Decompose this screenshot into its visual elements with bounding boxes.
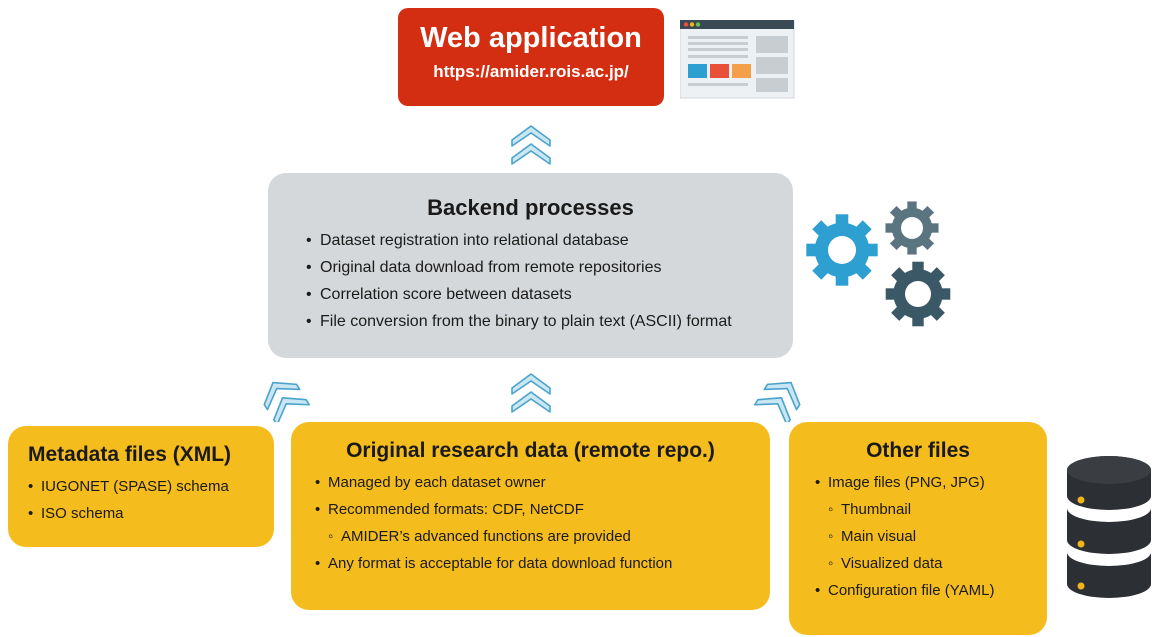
other-files-title: Other files bbox=[866, 439, 970, 462]
list-subitem: AMIDER’s advanced functions are provided bbox=[315, 523, 770, 550]
list-item: IUGONET (SPASE) schema bbox=[28, 473, 274, 500]
gears-icon bbox=[806, 201, 951, 327]
list-item: Configuration file (YAML) bbox=[815, 577, 1047, 604]
up-chevron-arrow-icon bbox=[511, 373, 551, 413]
metadata-files-list: IUGONET (SPASE) schema ISO schema bbox=[28, 473, 274, 527]
list-subitem: Thumbnail bbox=[815, 496, 1047, 523]
list-subitem: Main visual bbox=[815, 523, 1047, 550]
database-icon bbox=[1067, 456, 1151, 598]
original-research-data-title: Original research data (remote repo.) bbox=[346, 439, 715, 462]
list-item: Managed by each dataset owner bbox=[315, 469, 770, 496]
metadata-files-box: Metadata files (XML) IUGONET (SPASE) sch… bbox=[8, 426, 274, 547]
up-chevron-arrow-icon bbox=[511, 125, 551, 165]
list-item: Image files (PNG, JPG) bbox=[815, 469, 1047, 496]
original-research-data-box: Original research data (remote repo.) Ma… bbox=[291, 422, 770, 610]
list-item: Correlation score between datasets bbox=[306, 281, 793, 308]
web-application-box: Web application https://amider.rois.ac.j… bbox=[398, 8, 664, 106]
backend-processes-box: Backend processes Dataset registration i… bbox=[268, 173, 793, 358]
list-item: File conversion from the binary to plain… bbox=[306, 308, 793, 335]
metadata-files-title: Metadata files (XML) bbox=[28, 443, 232, 466]
up-chevron-arrow-icon bbox=[753, 381, 801, 422]
browser-window-icon bbox=[680, 20, 795, 99]
list-subitem: Visualized data bbox=[815, 550, 1047, 577]
web-application-title: Web application bbox=[420, 22, 642, 54]
list-item: Recommended formats: CDF, NetCDF bbox=[315, 496, 770, 523]
backend-processes-title: Backend processes bbox=[427, 195, 634, 220]
up-chevron-arrow-icon bbox=[263, 381, 311, 422]
other-files-box: Other files Image files (PNG, JPG) Thumb… bbox=[789, 422, 1047, 635]
original-research-data-list: Managed by each dataset owner Recommende… bbox=[315, 469, 770, 577]
list-item: ISO schema bbox=[28, 500, 274, 527]
list-item: Any format is acceptable for data downlo… bbox=[315, 550, 770, 577]
backend-processes-list: Dataset registration into relational dat… bbox=[268, 227, 793, 335]
list-item: Dataset registration into relational dat… bbox=[306, 227, 793, 254]
web-application-url[interactable]: https://amider.rois.ac.jp/ bbox=[433, 62, 629, 81]
other-files-list: Image files (PNG, JPG) Thumbnail Main vi… bbox=[815, 469, 1047, 604]
list-item: Original data download from remote repos… bbox=[306, 254, 793, 281]
